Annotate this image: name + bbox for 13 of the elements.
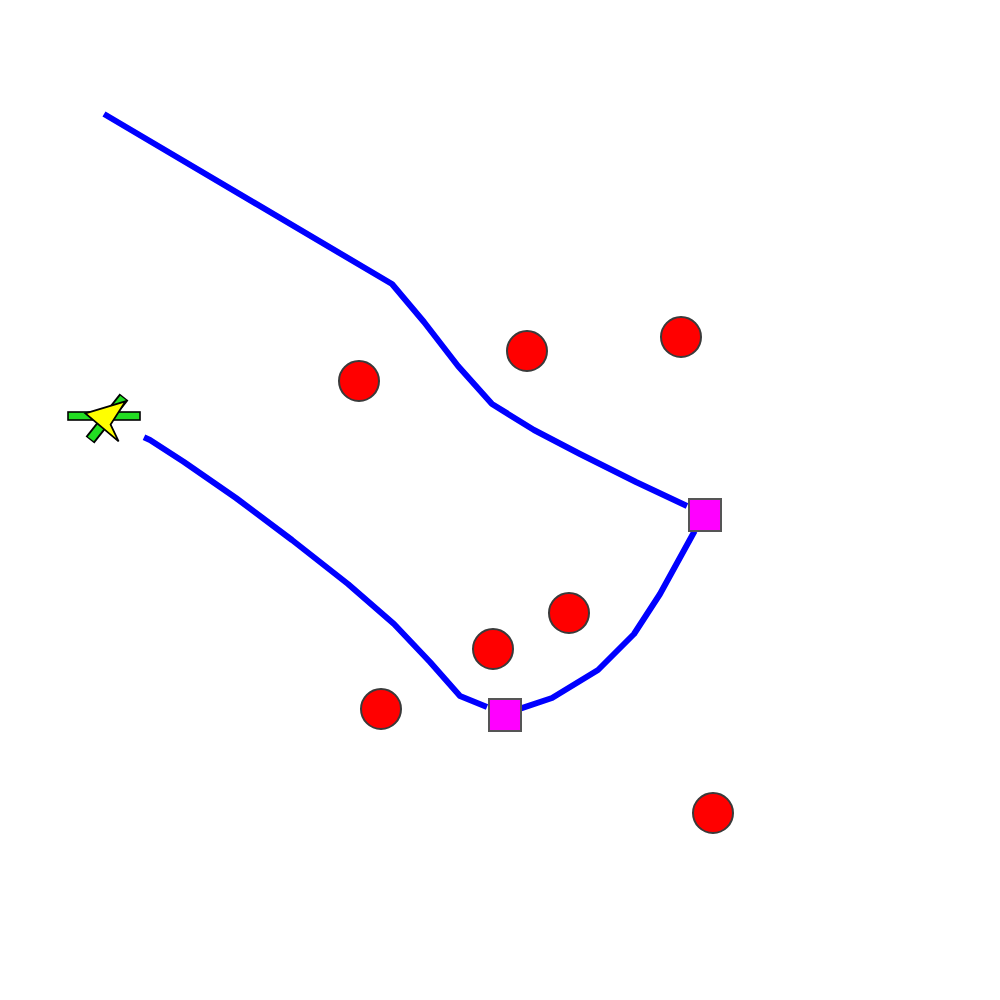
dot-icon (337, 359, 379, 401)
route-line (142, 434, 489, 710)
route-line (520, 529, 698, 712)
dot-icon (359, 687, 401, 729)
dot-icon (659, 315, 701, 357)
dot-icon (471, 627, 513, 669)
dot-icon (691, 791, 733, 833)
dot-icon (505, 329, 547, 371)
route-line (102, 111, 689, 509)
square-icon (487, 697, 521, 731)
plane-icon (66, 390, 144, 448)
dot-icon (547, 591, 589, 633)
square-icon (687, 497, 721, 531)
